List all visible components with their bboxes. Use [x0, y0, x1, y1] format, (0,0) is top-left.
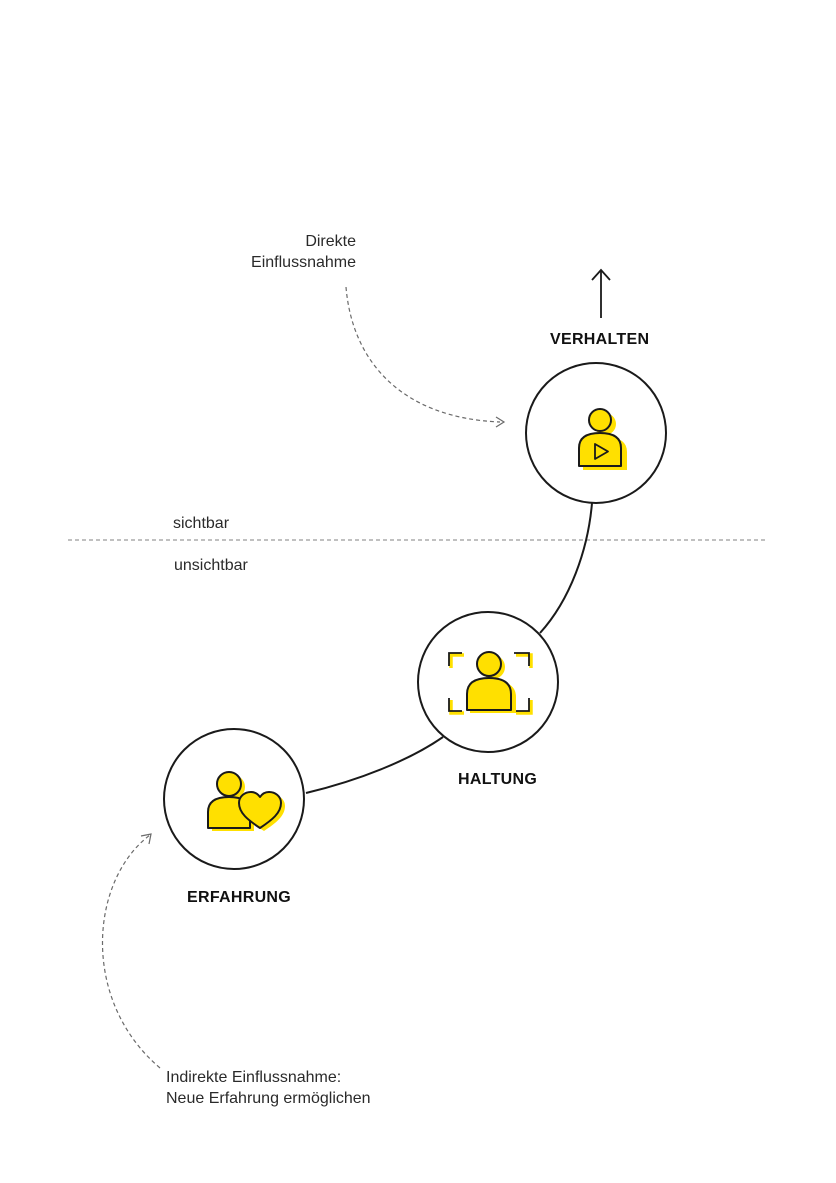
- haltung-label: HALTUNG: [458, 771, 538, 788]
- verhalten-label: VERHALTEN: [550, 331, 650, 348]
- connector-haltung-verhalten: [539, 502, 593, 634]
- direct-influence-line1: Direkte: [305, 233, 356, 250]
- person-focus-icon: [448, 651, 533, 715]
- erfahrung-label: ERFAHRUNG: [187, 889, 292, 906]
- direct-influence-line2: Einflussnahme: [251, 254, 356, 271]
- node-verhalten: [525, 362, 667, 504]
- indirect-influence-arrow: [101, 833, 161, 1069]
- invisible-label: unsichtbar: [174, 557, 248, 574]
- indirect-influence-line1: Indirekte Einflussnahme:: [166, 1069, 342, 1086]
- indirect-influence-line2: Neue Erfahrung ermöglichen: [166, 1090, 371, 1107]
- person-heart-icon: [207, 771, 285, 831]
- up-arrow-icon: [591, 268, 611, 318]
- visible-label: sichtbar: [173, 515, 230, 532]
- connector-erfahrung-haltung: [305, 736, 444, 794]
- indirect-influence-label: Indirekte Einflussnahme: Neue Erfahrung …: [166, 1067, 371, 1109]
- node-erfahrung: [163, 728, 305, 870]
- direct-influence-label: Direkte Einflussnahme: [216, 231, 356, 273]
- node-haltung: [417, 611, 559, 753]
- direct-influence-arrow: [345, 286, 506, 428]
- person-play-icon: [578, 408, 627, 470]
